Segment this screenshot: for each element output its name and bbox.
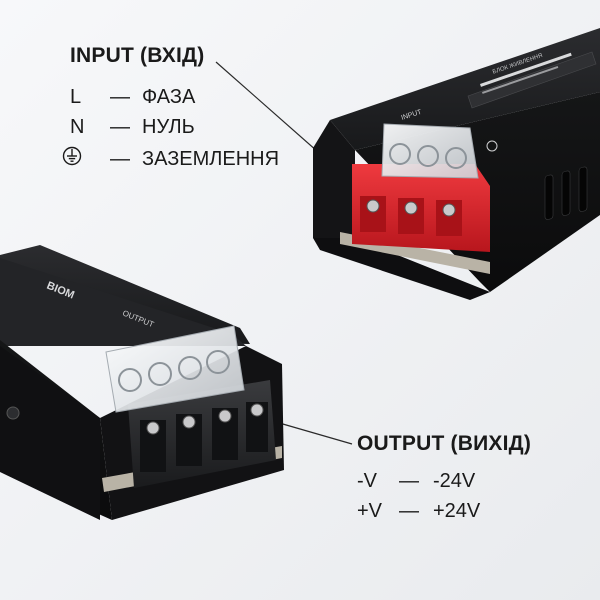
output-row-minus: -V — -24V: [357, 470, 475, 493]
power-supply-right: INPUT: [313, 28, 600, 300]
input-annotation: INPUT (ВХІД): [70, 44, 204, 68]
input-row-ground: — ЗАЗЕМЛЕННЯ: [62, 146, 279, 172]
input-row-dash: —: [110, 86, 130, 108]
output-row-plus: +V — +24V: [357, 500, 480, 523]
output-row-meaning: +24V: [433, 500, 481, 522]
output-row-dash: —: [399, 470, 419, 492]
output-row-symbol: +V: [357, 500, 383, 522]
input-row-symbol: L: [70, 86, 82, 108]
input-row-l: L — ФАЗА: [70, 86, 195, 109]
output-heading: OUTPUT (ВИХІД): [357, 432, 532, 455]
power-supply-left: BIOM OUTPUT: [0, 245, 284, 520]
output-row-dash: —: [399, 500, 419, 522]
input-row-n: N — НУЛЬ: [70, 116, 195, 139]
ground-icon: [62, 146, 102, 172]
input-heading: INPUT (ВХІД): [70, 44, 205, 67]
output-annotation: OUTPUT (ВИХІД): [357, 432, 531, 456]
output-row-meaning: -24V: [433, 470, 476, 492]
input-row-meaning: ЗАЗЕМЛЕННЯ: [142, 147, 280, 170]
input-row-meaning: ФАЗА: [142, 86, 196, 108]
output-row-symbol: -V: [357, 470, 377, 492]
input-row-meaning: НУЛЬ: [142, 116, 195, 138]
input-row-symbol: N: [70, 116, 85, 138]
input-row-dash: —: [110, 147, 130, 170]
input-row-dash: —: [110, 116, 130, 138]
